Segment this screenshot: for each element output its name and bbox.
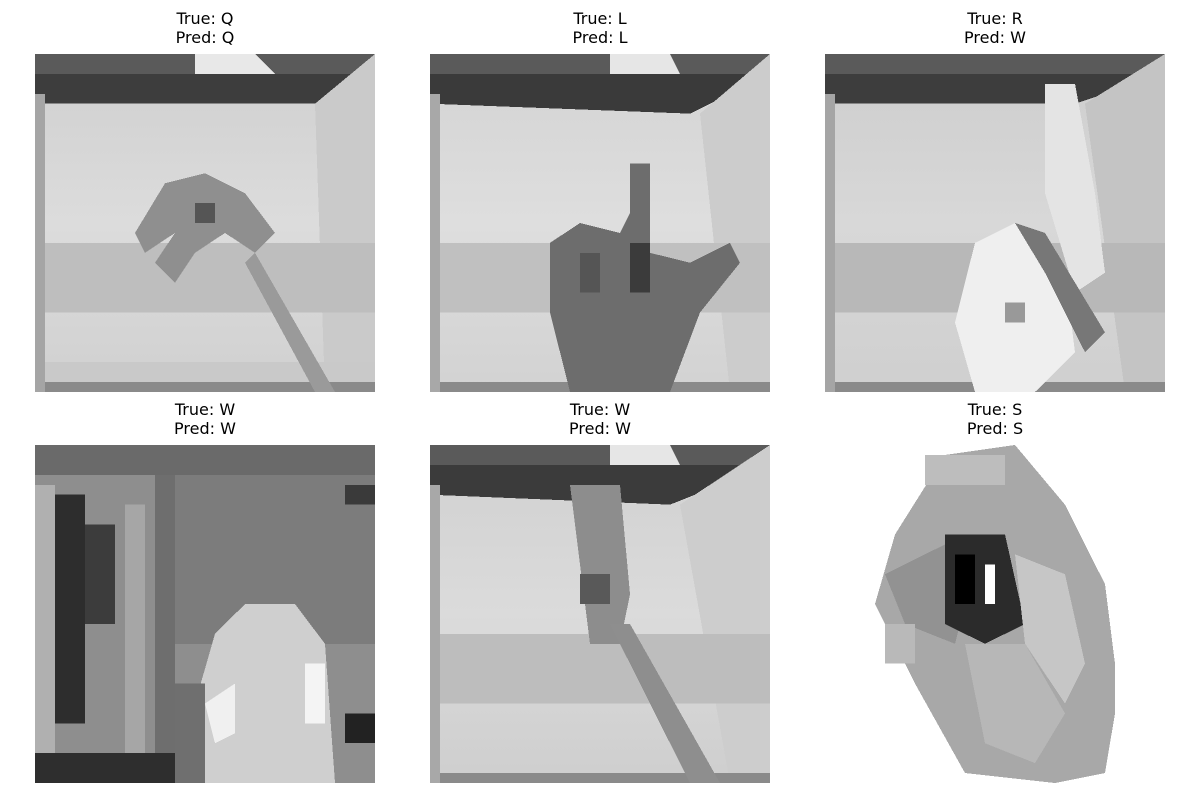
pred-label: Pred: W (569, 419, 631, 438)
sample-panel: True: Q Pred: Q (35, 9, 375, 392)
true-label: True: S (967, 400, 1023, 419)
pred-label: Pred: W (174, 419, 236, 438)
true-label: True: R (967, 9, 1023, 28)
pred-label: Pred: S (966, 419, 1024, 438)
hand-sign-image (35, 54, 375, 392)
sample-panel: True: L Pred: L (430, 9, 770, 392)
pred-label: Pred: W (964, 28, 1026, 47)
sample-panel: True: W Pred: W (430, 400, 770, 783)
sample-panel: True: W Pred: W (35, 400, 375, 783)
sample-panel: True: S Pred: S (825, 400, 1165, 783)
hand-sign-image (35, 445, 375, 783)
hand-sign-image (825, 54, 1165, 392)
true-label: True: Q (176, 9, 234, 28)
true-label: True: L (573, 9, 627, 28)
pred-label: Pred: L (572, 28, 628, 47)
hand-sign-image (430, 445, 770, 783)
true-label: True: W (174, 400, 236, 419)
sample-panel: True: R Pred: W (825, 9, 1165, 392)
hand-sign-image (825, 445, 1165, 783)
hand-sign-image (430, 54, 770, 392)
pred-label: Pred: Q (175, 28, 235, 47)
true-label: True: W (569, 400, 631, 419)
